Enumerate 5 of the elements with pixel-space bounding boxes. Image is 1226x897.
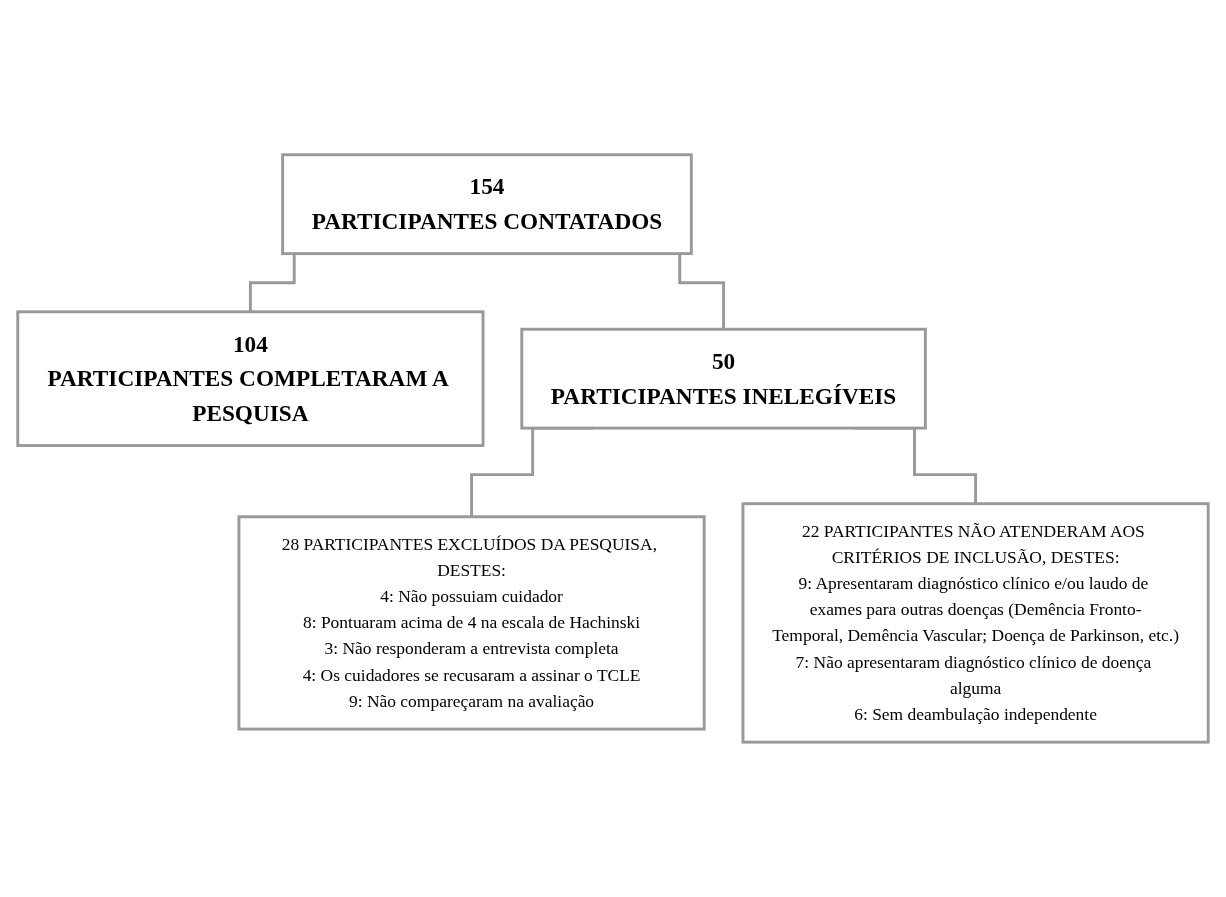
node-box: 50 PARTICIPANTES INELEGÍVEIS <box>520 327 927 430</box>
node-box: 104 PARTICIPANTES COMPLETARAM A PESQUISA <box>16 310 485 448</box>
node-box: 154 PARTICIPANTES CONTATADOS <box>281 153 693 256</box>
node-box: 22 PARTICIPANTES NÃO ATENDERAM AOS CRITÉRIOS DE INCLUSÃO, DESTES: 9: Apresentaram diagnóstico clínico e/ou laudo de exames para outras doenças (Demência Fronto-Temporal, Demência Vascular; Doença de Parkinson, etc.) 7: Não apresentaram diagnóstico clínico de doença alguma 6: Sem deambulação independente <box>741 502 1210 744</box>
node-box: 28 PARTICIPANTES EXCLUÍDOS DA PESQUISA, DESTES: 4: Não possuiam cuidador 8: Pontuaram acima de 4 na escala de Hachinski 3: Não responderam a entrevista completa 4: Os cuidadores se recusaram a assinar o TCLE 9: Não compareçaram na avaliação <box>237 515 706 731</box>
